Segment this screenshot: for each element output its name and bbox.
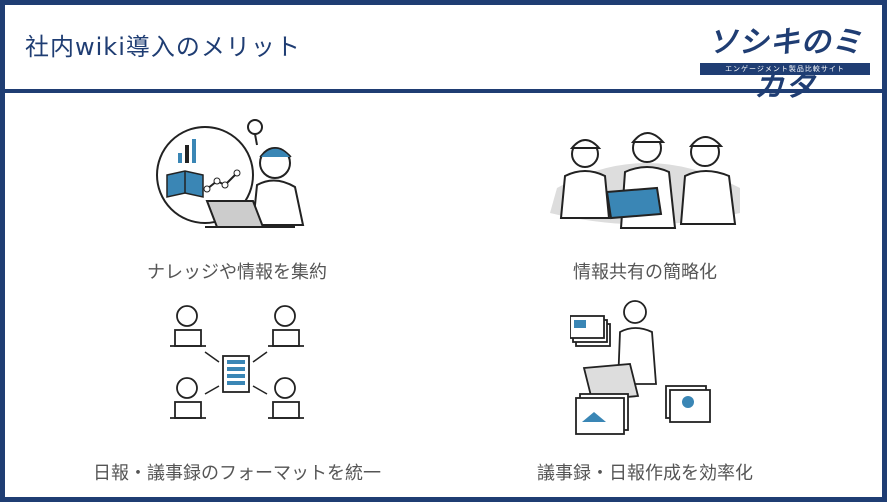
knowledge-icon [156,119,305,228]
header-divider [5,89,882,93]
logo: ソシキのミカタ エンゲージメント製品比較サイト [700,17,870,104]
unified-format-icon [170,305,304,419]
benefit-label: ナレッジや情報を集約 [147,262,327,283]
benefit-label: 情報共有の簡略化 [573,262,717,283]
header: 社内wiki導入のメリット ソシキのミカタ エンゲージメント製品比較サイト [5,5,882,104]
benefit-label: 日報・議事録のフォーマットを統一 [93,463,381,484]
efficiency-icon [570,300,711,435]
logo-tagline: エンゲージメント製品比較サイト [700,63,870,75]
team-sharing-icon [550,132,740,229]
page-title: 社内wiki導入のメリット [25,33,301,61]
logo-text: ソシキのミカタ [707,25,863,104]
benefit-label: 議事録・日報作成を効率化 [537,463,753,484]
